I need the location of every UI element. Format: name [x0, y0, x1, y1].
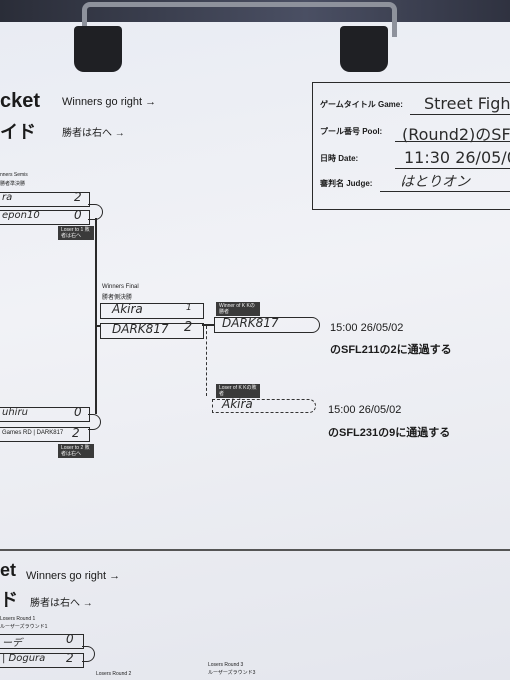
final-p1-score: 1 [186, 303, 192, 313]
clip-wire [82, 2, 397, 37]
game-label: ゲームタイトル Game: [320, 100, 403, 109]
losers-round1-label: Losers Round 1 [0, 616, 36, 622]
semis-top-score: 2 [74, 190, 82, 204]
game-underline [410, 114, 510, 115]
date-value: 11:30 26/05/0 [404, 148, 510, 167]
semis-bot2-score: 2 [72, 426, 80, 440]
loser-name: Akira [222, 397, 253, 411]
lower-title-jp: ド [0, 590, 18, 610]
lr1-top-score: 0 [66, 632, 74, 646]
semis-bot-name: uhiru [2, 407, 28, 418]
lr1-top-name: ーデ [2, 638, 22, 649]
clip-right-foot [340, 26, 388, 72]
semis-loser-tag-2: Loser to 2 敗者は右へ [58, 444, 94, 458]
winners-semis-label: nners Semis [0, 172, 28, 178]
winner-time: 15:00 26/05/02 [330, 322, 404, 334]
game-value: Street Figh [424, 94, 510, 113]
losers-round2-label: Losers Round 2 [96, 671, 132, 677]
judge-value: はとりオン [400, 174, 470, 190]
final-p2-slot [100, 323, 204, 339]
loser-of-k-tag: Loser of K Kの敗者 [216, 384, 260, 398]
winner-slot [214, 317, 320, 333]
semis-bot2-slot [0, 427, 90, 442]
semis-mid-score: 0 [74, 208, 82, 222]
losers-round3-label: Losers Round 3 [208, 662, 244, 668]
final-p2-name: DARK817 [112, 322, 169, 336]
lower-hint-jp: 勝者は右へ → [30, 598, 93, 609]
date-label: 日時 Date: [320, 154, 359, 163]
winners-final-label: Winners Final [102, 284, 139, 290]
match-info-box [312, 82, 510, 210]
semis-to-final-line [95, 325, 101, 327]
judge-label: 審判名 Judge: [320, 179, 373, 188]
lr1-connector [82, 646, 95, 662]
loser-slot [212, 399, 316, 413]
lower-hint-en: Winners go right → [26, 570, 121, 582]
semis-top-name: ra [2, 192, 13, 203]
winners-go-right-hint-jp: 勝者は右へ → [62, 128, 125, 139]
semis-loser-tag: Loser to 1 敗者は右へ [58, 226, 94, 240]
bracket-sheet [0, 22, 510, 680]
lr1-bot-score: 2 [66, 651, 74, 665]
semis-top-slot [0, 192, 90, 207]
final-p1-name: Akira [112, 302, 143, 316]
pool-value: (Round2)のSF [402, 125, 510, 144]
bracket-title-en: cket [0, 90, 41, 112]
semis-mid-name: epon10 [2, 210, 40, 221]
losers-round1-label-jp: ルーザーズラウンド1 [0, 624, 48, 630]
winner-name: DARK817 [222, 316, 279, 330]
section-divider [0, 549, 510, 551]
loser-advance: のSFL231の9に通過する [328, 427, 451, 439]
winners-semis-label-jp: 勝者準決勝 [0, 181, 26, 187]
pool-label: プール番号 Pool: [320, 127, 383, 136]
final-p2-score: 2 [184, 320, 193, 335]
losers-round3-label-jp: ルーザーズラウンド3 [208, 670, 256, 676]
final-to-winner-line [202, 324, 214, 326]
date-underline [395, 168, 510, 169]
loser-time: 15:00 26/05/02 [328, 404, 402, 416]
winner-advance: のSFL211の2に通過する [330, 344, 452, 356]
clip-left-foot [74, 26, 122, 72]
winners-go-right-hint: Winners go right → [62, 96, 157, 108]
lr1-top-slot [0, 634, 84, 649]
pool-underline [395, 141, 510, 142]
loser-dashed-line [206, 326, 207, 396]
winner-of-k-tag: Winner of K Kの勝者 [216, 302, 260, 316]
semis-bot2-name: Games RD | DARK817 [2, 430, 64, 436]
semis-bot-score: 0 [74, 405, 82, 419]
final-p1-slot [100, 303, 204, 319]
lower-title-en: et [0, 560, 17, 580]
bracket-title-jp: イド [0, 122, 36, 142]
semis-bot-connector [88, 414, 101, 430]
semis-vertical-line [95, 218, 97, 414]
judge-underline [380, 191, 510, 192]
lr1-bot-name: | Dogura [2, 653, 46, 664]
winners-final-label-jp: 勝者側決勝 [102, 295, 133, 301]
